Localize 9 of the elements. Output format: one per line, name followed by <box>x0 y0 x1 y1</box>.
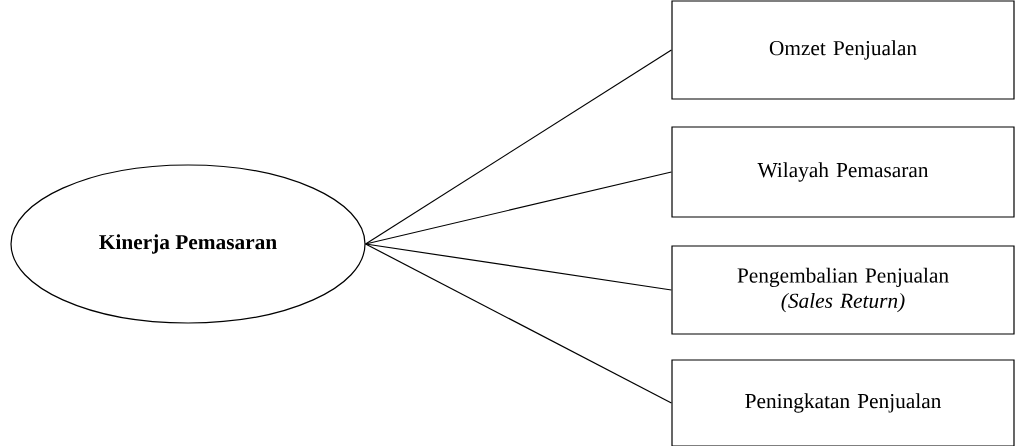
connector-line <box>365 49 672 245</box>
connector-line <box>365 243 672 404</box>
ellipse-node: Kinerja Pemasaran <box>10 164 366 324</box>
text-box: Peningkatan Penjualan <box>671 359 1015 446</box>
text-box: Pengembalian Penjualan (Sales Return) <box>671 245 1015 335</box>
text-box: Wilayah Pemasaran <box>671 126 1015 218</box>
text-box: Omzet Penjualan <box>671 0 1015 100</box>
connector-line <box>365 243 672 291</box>
connector-line <box>365 171 672 245</box>
